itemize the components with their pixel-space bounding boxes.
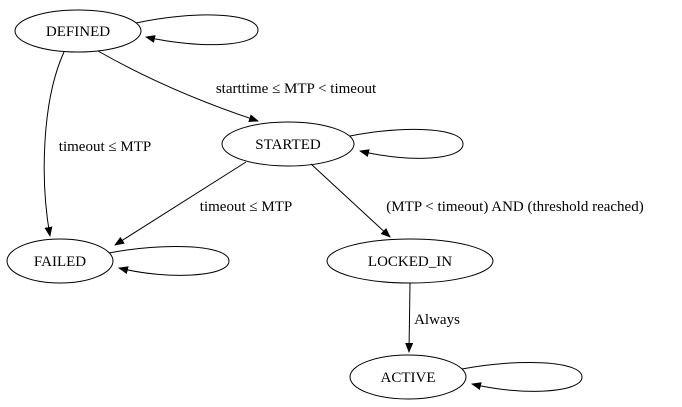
- state-ellipse-started: [221, 121, 355, 167]
- state-node-locked-in: LOCKED_IN: [326, 238, 494, 284]
- edge-label-defined-to-started: starttime ≤ MTP < timeout: [216, 81, 377, 97]
- edge-defined-to-started: [97, 50, 259, 122]
- state-node-defined: DEFINED: [14, 9, 142, 53]
- state-label-started: STARTED: [255, 137, 321, 153]
- state-label-defined: DEFINED: [46, 24, 110, 40]
- state-node-failed: FAILED: [6, 238, 114, 284]
- edge-locked-in-to-active: [405, 282, 414, 353]
- edge-label-defined-to-failed: timeout ≤ MTP: [59, 139, 151, 155]
- state-node-started: STARTED: [221, 121, 355, 167]
- edge-label-started-to-locked-in: (MTP < timeout) AND (threshold reached): [386, 199, 643, 215]
- edge-defined-to-failed: [43, 51, 65, 237]
- edge-started-self-loop: [349, 128, 464, 159]
- state-label-failed: FAILED: [34, 254, 86, 270]
- edge-active-self-loop: [461, 361, 583, 392]
- edge-label-started-to-failed: timeout ≤ MTP: [200, 199, 292, 215]
- state-ellipse-defined: [14, 9, 142, 53]
- state-ellipse-failed: [6, 238, 114, 284]
- edge-started-to-locked-in: [310, 163, 391, 238]
- edge-failed-self-loop: [108, 245, 230, 276]
- state-label-locked-in: LOCKED_IN: [368, 254, 452, 270]
- state-ellipse-active: [349, 354, 467, 400]
- state-node-active: ACTIVE: [349, 354, 467, 400]
- edge-label-locked-in-to-active: Always: [414, 312, 460, 328]
- edge-defined-self-loop: [135, 14, 259, 46]
- state-ellipse-locked-in: [326, 238, 494, 284]
- state-label-active: ACTIVE: [381, 370, 436, 386]
- edge-started-to-failed: [114, 161, 247, 246]
